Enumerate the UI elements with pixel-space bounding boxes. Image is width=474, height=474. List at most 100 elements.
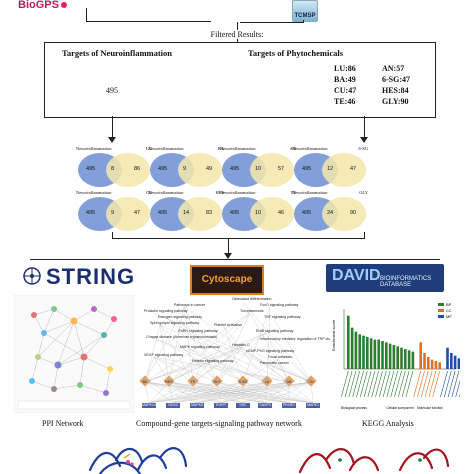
venn-count-overlap: 12 (327, 166, 334, 172)
connector-right-horizontal (240, 22, 304, 23)
david-logo: DAVID BIOINFORMATICS DATABASE (326, 264, 444, 292)
venn-left-label: Neuroinflammation (148, 146, 184, 151)
pathway-label: Sphingolipid signaling pathway (150, 321, 200, 325)
pathway-label: Hepatitis C (232, 343, 250, 347)
bar-cc (419, 342, 422, 369)
term-label-bp (360, 370, 368, 398)
venn-count-right: 83 (206, 210, 213, 216)
phyto-an: AN:57 (382, 64, 405, 73)
venn-right-label: CU (145, 190, 152, 195)
arrow-right-shaft (364, 116, 365, 138)
term-label-mf (444, 370, 452, 398)
legend-swatch (438, 315, 444, 318)
cytoscape-logo: Cytoscape (190, 265, 264, 295)
pathway-label: Relaxin signaling pathway (192, 359, 234, 363)
venn-left-label: Neuroinflammation (76, 190, 112, 195)
venn-count-left: 495 (158, 210, 168, 216)
logo-dot-icon (60, 2, 67, 8)
term-label-cc (413, 370, 421, 398)
venn-right-circle (178, 153, 222, 187)
term-label-bp (356, 370, 364, 398)
compound-node: AN (282, 377, 296, 387)
bar-bp (377, 339, 380, 369)
venn-count-overlap: 10 (255, 166, 262, 172)
term-label-bp (363, 370, 372, 398)
filtered-results-title: Filtered Results: (210, 30, 264, 39)
term-label-bp (371, 370, 379, 398)
venn-left-label: Neuroinflammation (76, 146, 112, 151)
venn-left-label: Neuroinflammation (292, 190, 328, 195)
venn-count-right: 49 (206, 166, 213, 172)
venn-count-left: 495 (302, 166, 312, 172)
bar-mf (450, 353, 453, 369)
legend-swatch (438, 309, 444, 312)
bar-mf (453, 355, 457, 369)
venn-right-circle (106, 153, 150, 187)
compound-node: TE (186, 377, 200, 387)
tcmsp-logo: TCMSP (292, 0, 318, 22)
pathway-label: VEGF signaling pathway (144, 353, 184, 357)
bar-cc (434, 361, 438, 369)
bar-cc (423, 353, 426, 369)
pathway-label: Pathways in cancer (174, 303, 206, 307)
pathway-label: Platelet activation (214, 323, 243, 327)
legend-label: CC (446, 308, 452, 313)
arrow-left-shaft (112, 116, 113, 138)
bar-bp (358, 334, 361, 369)
neuroinflammation-count: 495 (106, 86, 118, 95)
term-label-cc (421, 370, 429, 398)
term-label-cc (428, 370, 437, 398)
bar-mf (457, 358, 460, 369)
bar-bp (404, 349, 407, 369)
venn-count-right: 47 (350, 166, 357, 172)
bar-bp (350, 327, 354, 369)
arrow-center-shaft (228, 238, 229, 254)
string-network-icon (23, 267, 41, 285)
phytochemicals-heading: Targets of Phytochemicals (248, 48, 344, 58)
connector-center-down (237, 22, 238, 30)
pathway-label: MAPK signaling pathway (180, 345, 220, 349)
term-label-bp (390, 370, 398, 398)
venn-count-right: 46 (278, 210, 285, 216)
gene-node: NOS3 (166, 403, 180, 408)
venn-count-left: 495 (86, 210, 96, 216)
pathway-label: Chagas disease (American trypanosomiasis… (146, 335, 218, 339)
ppi-network-panel (14, 295, 134, 413)
neuroinflammation-heading: Targets of Neuroinflammation (62, 48, 173, 58)
compound-node: HES (162, 377, 176, 387)
venn-right-label: TE (290, 190, 297, 195)
bar-bp (362, 335, 365, 369)
targets-box (44, 42, 436, 118)
venn-right-circle (250, 197, 294, 231)
venn-right-circle (250, 153, 294, 187)
venn-bottom-connector-right (364, 232, 365, 238)
pathway-label: TNF signaling pathway (264, 315, 301, 319)
venn-count-right: 90 (350, 210, 357, 216)
biogps-logo-text: BioGPS (18, 0, 59, 11)
pathway-label: Toxoplasmosis (240, 309, 264, 313)
bar-bp (369, 338, 373, 369)
compound-node: GLY (210, 377, 224, 387)
term-label-bp (344, 370, 353, 398)
venn-left-label: Neuroinflammation (220, 190, 256, 195)
venn-right-label: BA (217, 146, 224, 151)
phyto-gly: GLY:90 (382, 97, 409, 106)
connector-title-to-box (237, 39, 238, 42)
venn-count-left: 495 (230, 210, 240, 216)
connector-right-down (303, 20, 304, 23)
compound-node: BA (138, 377, 152, 387)
bar-bp (411, 351, 415, 369)
term-label-bp (382, 370, 391, 398)
venn-count-left: 495 (230, 166, 240, 172)
venn-count-overlap: 9 (111, 210, 115, 216)
bar-mf (446, 347, 449, 369)
bar-bp (385, 342, 388, 369)
pathway-label: Osteoclast differentiation (232, 297, 272, 301)
bar-bp (354, 331, 358, 369)
term-label-bp (348, 370, 357, 398)
gene-node: MAPK14 (142, 403, 156, 408)
